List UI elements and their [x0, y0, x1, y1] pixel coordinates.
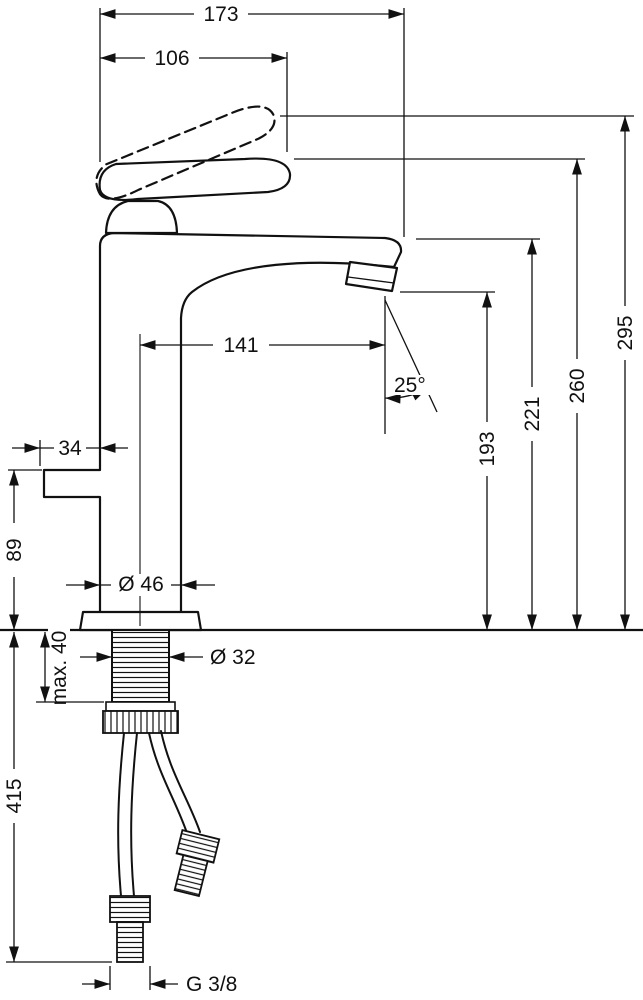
dim-height-handle-raised: 295	[280, 115, 637, 630]
dim-label-g38: G 3/8	[186, 973, 237, 996]
dim-connection-thread: G 3/8	[82, 966, 237, 996]
aerator-face-line	[347, 276, 395, 284]
dim-label-34: 34	[58, 437, 82, 460]
handle-lever-down	[98, 157, 292, 202]
dim-spout-top-height: 221	[416, 238, 544, 630]
dim-label-141: 141	[223, 334, 258, 357]
dim-label-bg	[614, 306, 636, 360]
hose-connector-left	[109, 895, 151, 963]
dim-overall-depth: 173	[99, 3, 405, 237]
dim-label-bg	[194, 3, 248, 26]
dim-label-bg	[54, 437, 86, 458]
supply-hose-right-inner	[160, 730, 201, 833]
dim-shank-diameter: Ø 32	[80, 646, 256, 669]
dim-label-415: 415	[3, 778, 26, 813]
hose-connector-right	[173, 829, 221, 898]
dim-body-diameter: Ø 46	[66, 573, 215, 596]
dim-label-106: 106	[154, 47, 189, 70]
dim-label-295: 295	[614, 315, 637, 350]
supply-hose-left	[117, 732, 125, 897]
dim-hose-length: 415	[3, 632, 112, 963]
dim-label-dia32: Ø 32	[210, 646, 256, 669]
dim-label-bg	[3, 523, 25, 577]
dim-label-260: 260	[566, 368, 589, 403]
threaded-shank	[111, 629, 170, 703]
dim-max-mounting-thickness: max. 40	[36, 626, 104, 710]
supply-hose-right	[148, 732, 189, 837]
dim-spout-angle: 25°	[384, 299, 438, 413]
dim-label-bg	[390, 375, 432, 395]
dim-label-bg	[566, 359, 588, 413]
dim-aerator-height: 193	[400, 291, 499, 630]
dim-label-bg	[521, 387, 543, 441]
supply-hose-left-inner	[130, 732, 138, 897]
dim-label-25deg: 25°	[394, 374, 426, 397]
dim-label-89: 89	[3, 538, 26, 561]
dim-label-bg	[111, 574, 171, 596]
dim-label-bg	[3, 769, 25, 823]
handle-dome	[104, 199, 179, 235]
dim-label-dia46: Ø 46	[118, 573, 164, 596]
dim-handle-reach: 106	[100, 47, 288, 152]
dim-tab-height: 89	[3, 469, 42, 630]
dim-label-193: 193	[476, 431, 499, 466]
faucet-body-outline	[42, 231, 403, 616]
dim-label-173: 173	[203, 3, 238, 26]
dim-spout-reach: 141	[140, 296, 386, 434]
dim-label-bg	[213, 334, 269, 356]
dim-label-max40: max. 40	[48, 631, 71, 706]
dim-label-bg	[145, 47, 199, 69]
dim-label-bg	[48, 626, 70, 710]
aerator	[344, 260, 399, 293]
dim-label-bg	[476, 422, 498, 476]
dim-label-221: 221	[521, 396, 544, 431]
mounting-nut	[102, 710, 179, 734]
dim-height-handle-down: 260	[294, 158, 589, 630]
handle-lever-raised	[95, 105, 276, 200]
dim-tab-width: 34	[12, 437, 128, 466]
mounting-washer	[105, 701, 176, 712]
